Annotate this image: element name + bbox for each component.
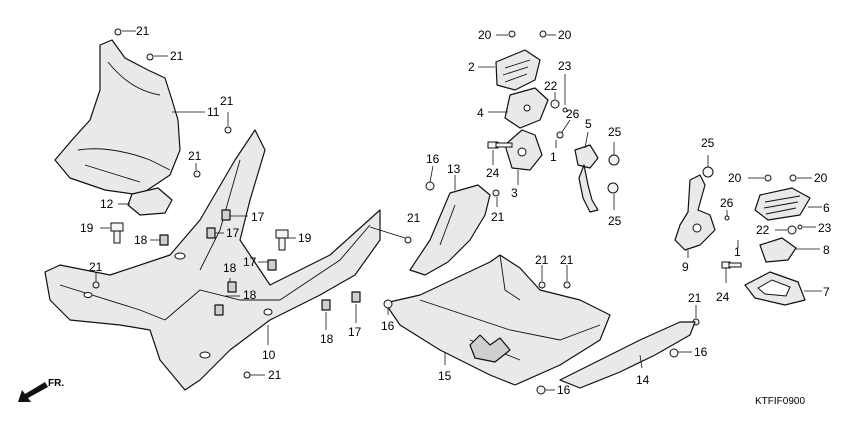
part-footrest-6 xyxy=(754,187,811,221)
callout-20: 20 xyxy=(728,171,742,185)
callout-11: 11 xyxy=(207,105,220,119)
callout-17: 17 xyxy=(348,325,362,339)
callout-19: 19 xyxy=(298,231,312,245)
part-floor-cover-10 xyxy=(44,129,381,391)
callout-17: 17 xyxy=(243,255,257,269)
callout-14: 14 xyxy=(636,373,650,387)
callout-6: 6 xyxy=(823,201,830,215)
callout-18: 18 xyxy=(134,233,148,247)
callout-20: 20 xyxy=(478,28,492,42)
part-bracket-13 xyxy=(409,184,491,276)
callout-18: 18 xyxy=(223,261,237,275)
callout-25: 25 xyxy=(701,136,715,150)
callout-12: 12 xyxy=(100,197,114,211)
part-arm-9 xyxy=(674,174,716,251)
callout-20: 20 xyxy=(558,28,572,42)
callout-10: 10 xyxy=(262,348,276,362)
callout-21: 21 xyxy=(188,149,202,163)
callout-26: 26 xyxy=(720,196,734,210)
callout-21: 21 xyxy=(560,253,574,267)
callout-17: 17 xyxy=(251,210,265,224)
callout-8: 8 xyxy=(823,243,830,257)
callout-19: 19 xyxy=(80,221,94,235)
part-side-strip-14 xyxy=(559,321,696,389)
callout-22: 22 xyxy=(756,223,770,237)
part-plate-7 xyxy=(744,271,806,306)
callout-20: 20 xyxy=(814,171,828,185)
callout-25: 25 xyxy=(608,214,622,228)
callout-21: 21 xyxy=(688,291,702,305)
callout-labels: 21 21 11 21 21 12 17 17 19 18 17 19 18 1… xyxy=(80,24,832,397)
caps-16 xyxy=(383,181,679,395)
callout-24: 24 xyxy=(486,166,500,180)
part-link-5 xyxy=(574,144,599,213)
callout-16: 16 xyxy=(557,383,571,397)
callout-3: 3 xyxy=(511,186,518,200)
front-direction-arrow: FR. xyxy=(18,378,64,402)
callout-18: 18 xyxy=(243,288,257,302)
callout-21: 21 xyxy=(268,368,282,382)
callout-9: 9 xyxy=(682,260,689,274)
callout-1: 1 xyxy=(734,245,741,259)
callout-21: 21 xyxy=(407,211,421,225)
callout-16: 16 xyxy=(381,319,395,333)
callout-5: 5 xyxy=(585,117,592,131)
callout-16: 16 xyxy=(694,345,708,359)
part-under-tray-15 xyxy=(384,254,611,386)
callout-2: 2 xyxy=(468,60,475,74)
callout-7: 7 xyxy=(823,285,830,299)
screw-19 xyxy=(110,222,289,251)
callout-24: 24 xyxy=(716,290,730,304)
callout-17: 17 xyxy=(226,226,240,240)
screws-21 xyxy=(92,28,700,379)
callout-13: 13 xyxy=(447,162,461,176)
part-holder-8 xyxy=(759,237,797,263)
part-inner-cover-11 xyxy=(54,39,181,196)
callout-15: 15 xyxy=(438,369,452,383)
part-holder-4 xyxy=(504,87,549,129)
callout-1: 1 xyxy=(550,150,557,164)
callout-21: 21 xyxy=(535,253,549,267)
center-small-parts xyxy=(487,30,620,194)
callout-23: 23 xyxy=(558,59,572,73)
callout-16: 16 xyxy=(426,152,440,166)
callout-21: 21 xyxy=(491,210,505,224)
callout-22: 22 xyxy=(544,79,558,93)
callout-21: 21 xyxy=(220,94,234,108)
part-bracket-3 xyxy=(504,129,543,171)
callout-21: 21 xyxy=(136,24,150,38)
direction-label: FR. xyxy=(48,378,64,389)
callout-4: 4 xyxy=(477,106,484,120)
part-pad-12 xyxy=(127,187,173,216)
callout-26: 26 xyxy=(566,107,580,121)
diagram-code: KTFIF0900 xyxy=(755,396,805,407)
callout-21: 21 xyxy=(170,49,184,63)
callout-18: 18 xyxy=(320,332,334,346)
callout-23: 23 xyxy=(818,221,832,235)
part-footrest-2 xyxy=(495,49,541,91)
callout-21: 21 xyxy=(89,260,103,274)
callout-25: 25 xyxy=(608,125,622,139)
